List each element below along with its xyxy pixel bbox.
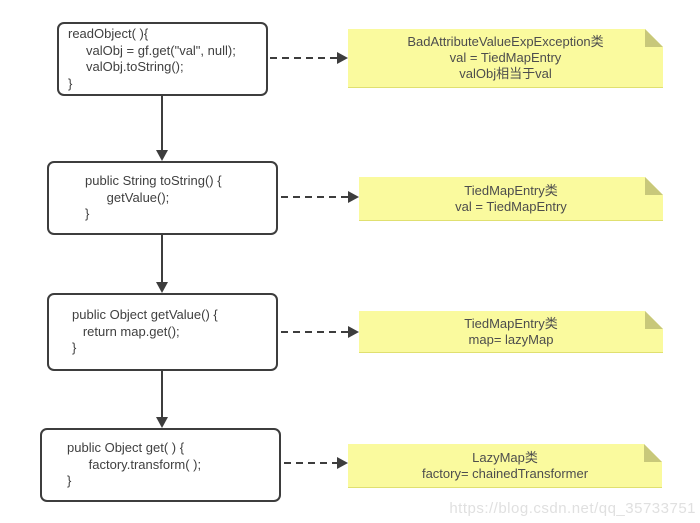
code-line: } (72, 340, 77, 356)
note-line: factory= chainedTransformer (421, 465, 589, 481)
arrowhead-down-icon (156, 150, 168, 161)
arrowhead-right-icon (337, 52, 348, 64)
arrowhead-right-icon (348, 326, 359, 338)
code-line: return map.get(); (72, 323, 180, 339)
arrowhead-right-icon (337, 457, 348, 469)
code-box-getvalue: public Object getValue() { return map.ge… (47, 293, 278, 371)
code-line: public Object get( ) { (67, 440, 185, 456)
code-line: factory.transform( ); (67, 456, 202, 472)
code-box-tostring: public String toString() { getValue(); } (47, 161, 278, 235)
note-arrow-line-2 (281, 196, 348, 198)
arrowhead-down-icon (156, 282, 168, 293)
note-arrow-line-3 (281, 331, 348, 333)
arrowhead-down-icon (156, 417, 168, 428)
sticky-note-tiedmapentry-map: TiedMapEntry类 map= lazyMap (359, 311, 663, 353)
sticky-note-badattributevalueexpexception: BadAttributeValueExpException类 val = Tie… (348, 29, 663, 88)
flow-arrow-line-1 (161, 96, 163, 150)
code-line: valObj.toString(); (68, 59, 184, 74)
flow-arrow-line-2 (161, 235, 163, 282)
note-line: val = TiedMapEntry (449, 50, 562, 65)
note-line: val = TiedMapEntry (455, 198, 567, 214)
watermark-url: https://blog.csdn.net/qq_35733751 (449, 500, 696, 517)
sticky-note-lazymap: LazyMap类 factory= chainedTransformer (348, 444, 662, 488)
code-line: } (67, 473, 72, 489)
note-line: valObj相当于val (459, 66, 552, 81)
code-box-readobject: readObject( ){ valObj = gf.get("val", nu… (57, 22, 268, 96)
code-line: getValue(); (85, 189, 170, 205)
note-line: LazyMap类 (472, 449, 538, 465)
code-line: readObject( ){ (68, 26, 149, 41)
note-line: TiedMapEntry类 (464, 182, 558, 198)
note-fold-icon (645, 311, 663, 329)
code-line: } (85, 206, 90, 222)
note-fold-icon (645, 29, 663, 47)
code-line: public String toString() { (85, 173, 222, 189)
note-arrow-line-4 (284, 462, 337, 464)
sticky-note-tiedmapentry-val: TiedMapEntry类 val = TiedMapEntry (359, 177, 663, 221)
flow-arrow-line-3 (161, 371, 163, 417)
code-line: valObj = gf.get("val", null); (68, 42, 236, 58)
note-line: TiedMapEntry类 (464, 315, 558, 331)
code-line: public Object getValue() { (72, 307, 218, 323)
arrowhead-right-icon (348, 191, 359, 203)
note-line: BadAttributeValueExpException类 (407, 34, 604, 49)
note-arrow-line-1 (270, 57, 337, 59)
note-fold-icon (645, 177, 663, 195)
note-fold-icon (644, 444, 662, 462)
note-line: map= lazyMap (468, 331, 554, 347)
code-box-get: public Object get( ) { factory.transform… (40, 428, 281, 502)
code-line: } (68, 75, 73, 91)
